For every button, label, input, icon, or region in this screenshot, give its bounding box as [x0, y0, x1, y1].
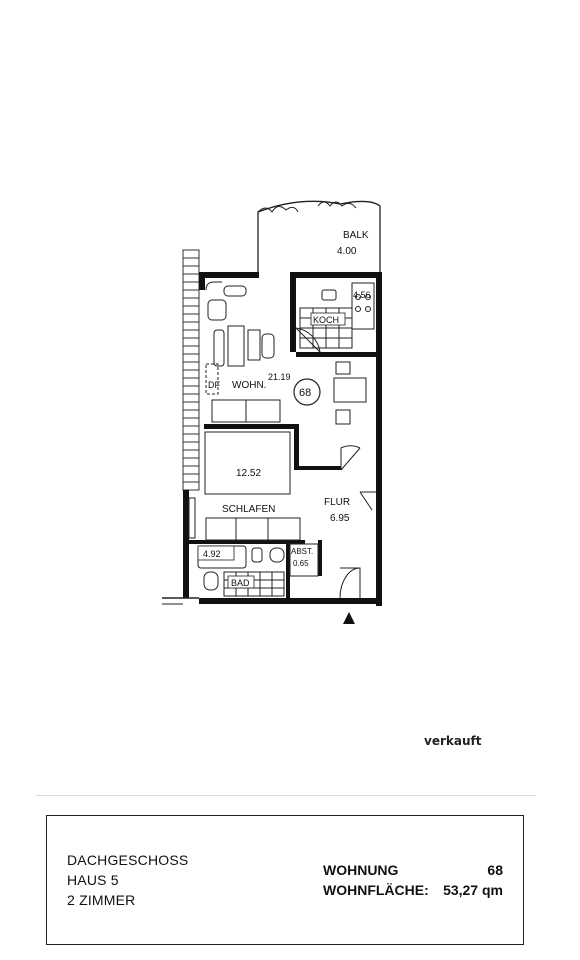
hall-name: FLUR [324, 497, 350, 508]
title-block: DACHGESCHOSS HAUS 5 2 ZIMMER WOHNUNG 68 … [46, 815, 524, 945]
area-label: WOHNFLÄCHE: [323, 882, 429, 898]
interior-walls [189, 272, 376, 598]
storage-outline [289, 543, 319, 577]
house-label: HAUS 5 [67, 872, 119, 888]
title-block-left: DACHGESCHOSS HAUS 5 2 ZIMMER [67, 850, 188, 910]
bath-area: 4.92 [203, 549, 221, 559]
sold-stamp: verkauft [424, 734, 482, 748]
rooms-label: 2 ZIMMER [67, 892, 136, 908]
divider [36, 795, 536, 796]
dining-set [333, 361, 367, 425]
title-block-right: WOHNUNG 68 WOHNFLÄCHE: 53,27 qm [323, 860, 503, 900]
living-area: 21.19 [268, 372, 291, 382]
bedroom-area: 12.52 [236, 468, 261, 479]
area-row: WOHNFLÄCHE: 53,27 qm [323, 880, 503, 900]
balcony [257, 200, 381, 272]
floor-label: DACHGESCHOSS [67, 852, 189, 868]
balcony-area: 4.00 [337, 246, 357, 257]
unit-badge-number: 68 [299, 387, 311, 399]
exterior-walls [183, 272, 382, 606]
hall-area: 6.95 [330, 513, 350, 524]
area-value: 53,27 qm [443, 882, 503, 898]
living-furniture [205, 281, 281, 423]
unit-badge [293, 378, 321, 406]
storage-area: 0.65 [293, 559, 309, 568]
bedroom-furniture [188, 431, 301, 541]
entrance-arrow-icon [343, 612, 355, 624]
balcony-name: BALK [343, 230, 369, 241]
kitchen-area: 4.56 [353, 290, 371, 300]
bath-name: BAD [231, 578, 250, 588]
unit-label: WOHNUNG [323, 862, 399, 878]
storage-name: ABST. [291, 547, 313, 556]
kitchen-name: KOCH [313, 315, 339, 325]
unit-value: 68 [487, 862, 503, 878]
unit-row: WOHNUNG 68 [323, 860, 503, 880]
living-extra: DF [208, 380, 220, 390]
bedroom-name: SCHLAFEN [222, 504, 275, 515]
balcony-rail [182, 249, 200, 491]
living-name: WOHN. [232, 380, 266, 391]
